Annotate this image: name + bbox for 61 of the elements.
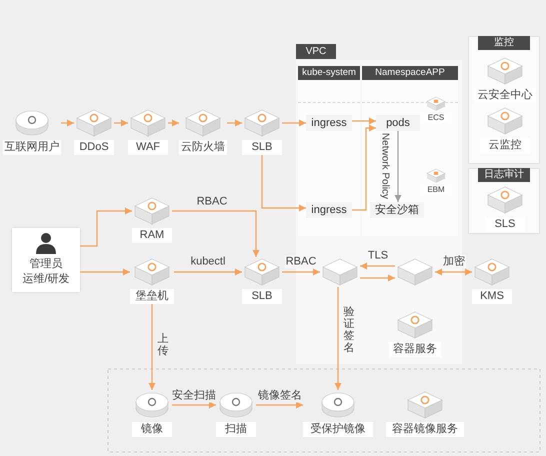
namespace-column: [298, 66, 360, 236]
arrow: [172, 210, 260, 257]
node-label: 云监控: [480, 138, 530, 153]
arrow: [174, 268, 242, 276]
edge-label: RBAC: [284, 256, 318, 268]
arrow: [360, 274, 395, 282]
arrow: [360, 262, 395, 270]
arrow: [80, 268, 130, 276]
node-label: RAM: [132, 228, 172, 243]
node-label: 受保护镜像: [303, 422, 373, 437]
arrow: [352, 124, 376, 211]
column-header: NamespaceAPP: [362, 66, 458, 80]
arrow: [172, 402, 216, 408]
node-label: 云防火墙: [179, 140, 227, 155]
component-box: 安全沙箱: [370, 202, 424, 218]
node-label: 容器镜像服务: [386, 422, 464, 437]
node-label: DDoS: [74, 140, 114, 155]
node-label: 堡垒机: [130, 289, 174, 304]
arrow: [352, 118, 376, 124]
node-label: 扫描: [216, 422, 256, 437]
node-label: SLB: [242, 140, 282, 155]
node-label: SLB: [242, 289, 282, 304]
edge-label: 验证签名: [342, 306, 356, 354]
arrow: [114, 120, 128, 126]
side-panel: [468, 36, 540, 164]
component-box: pods: [376, 115, 420, 131]
panel-header: 日志审计: [478, 168, 530, 182]
node-label: 镜像: [132, 422, 172, 437]
component-box: ingress: [306, 115, 352, 131]
edge-label: 安全扫描: [171, 390, 217, 402]
node-label: 容器服务: [389, 342, 441, 357]
edge-label: 上传: [156, 332, 170, 358]
node-label: WAF: [128, 140, 168, 155]
user-label: 管理员: [28, 257, 64, 272]
arrow: [168, 120, 179, 126]
node-label: KMS: [472, 289, 512, 304]
column-header: kube-system: [298, 66, 360, 80]
node-label: SLS: [485, 217, 525, 232]
arrow: [61, 120, 74, 126]
edge-label: 镜像签名: [257, 390, 303, 402]
arrow: [148, 304, 156, 390]
panel-header: 监控: [478, 36, 530, 50]
namespace-column: [362, 66, 458, 236]
component-box: ingress: [306, 202, 352, 218]
side-panel: [468, 168, 540, 234]
arrow: [282, 268, 320, 276]
arrow: [394, 131, 402, 202]
node-label: 云安全中心: [474, 88, 536, 103]
arrow: [256, 402, 303, 408]
arrow: [282, 120, 306, 126]
node-label: 互联网用户: [3, 140, 61, 155]
arrow: [435, 268, 472, 276]
arrow: [261, 155, 306, 212]
arrow: [227, 120, 242, 126]
edge-label: 加密: [442, 256, 466, 268]
user-label: 运维/研发: [21, 272, 71, 287]
arrow: [80, 208, 132, 247]
user-card: [12, 228, 80, 292]
arrow: [334, 287, 342, 390]
edge-label: Network Policy: [378, 132, 392, 200]
panel-header: VPC: [296, 44, 336, 59]
